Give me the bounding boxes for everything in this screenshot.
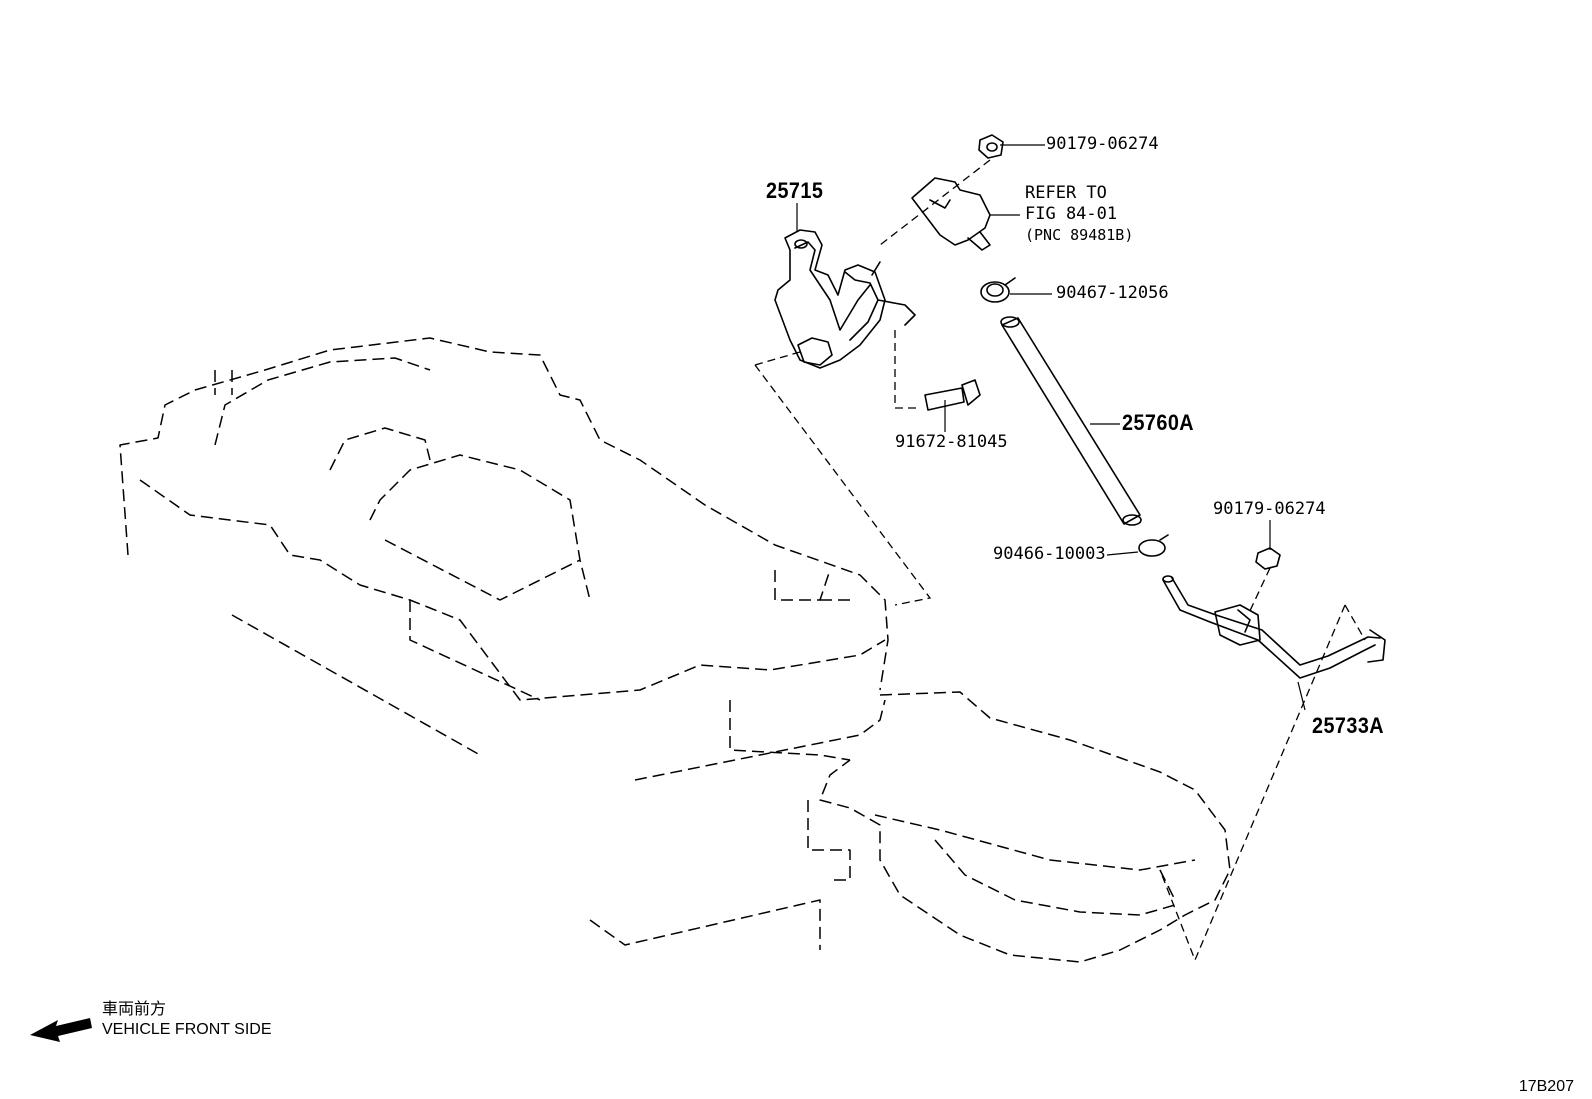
label-90179-bottom: 90179-06274	[1213, 499, 1326, 519]
reference-line-2: FIG 84-01	[1025, 204, 1118, 224]
clamp-90467	[980, 277, 1016, 303]
bracket-25715	[774, 229, 916, 369]
front-arrow-icon	[30, 1018, 92, 1042]
reference-line-1: REFER TO	[1025, 183, 1107, 203]
label-90466: 90466-10003	[993, 544, 1106, 564]
reference-note: REFER TO FIG 84-01 (PNC 89481B)	[1025, 183, 1133, 245]
pipe-25733A	[1162, 575, 1386, 679]
label-25760A: 25760A	[1122, 410, 1195, 435]
vehicle-front-legend: 車両前方 VEHICLE FRONT SIDE	[102, 998, 272, 1040]
label-25715: 25715	[766, 178, 824, 203]
clamp-90466	[1138, 534, 1169, 557]
reference-line-3: (PNC 89481B)	[1025, 226, 1134, 244]
legend-english: VEHICLE FRONT SIDE	[102, 1021, 272, 1038]
nut-90179-bottom	[1255, 547, 1281, 570]
label-90467: 90467-12056	[1056, 283, 1169, 303]
figure-id: 17B207	[1518, 1078, 1574, 1095]
label-90179-top: 90179-06274	[1046, 134, 1159, 154]
hose-25760A	[1000, 316, 1142, 526]
nut-90179-top	[978, 134, 1004, 159]
fuel-tank-outline	[119, 337, 1231, 963]
vsv-sensor	[911, 177, 991, 251]
legend-japanese: 車両前方	[102, 999, 167, 1018]
bolt-91672	[924, 379, 981, 411]
label-91672: 91672-81045	[895, 432, 1008, 452]
label-25733A: 25733A	[1312, 713, 1385, 738]
